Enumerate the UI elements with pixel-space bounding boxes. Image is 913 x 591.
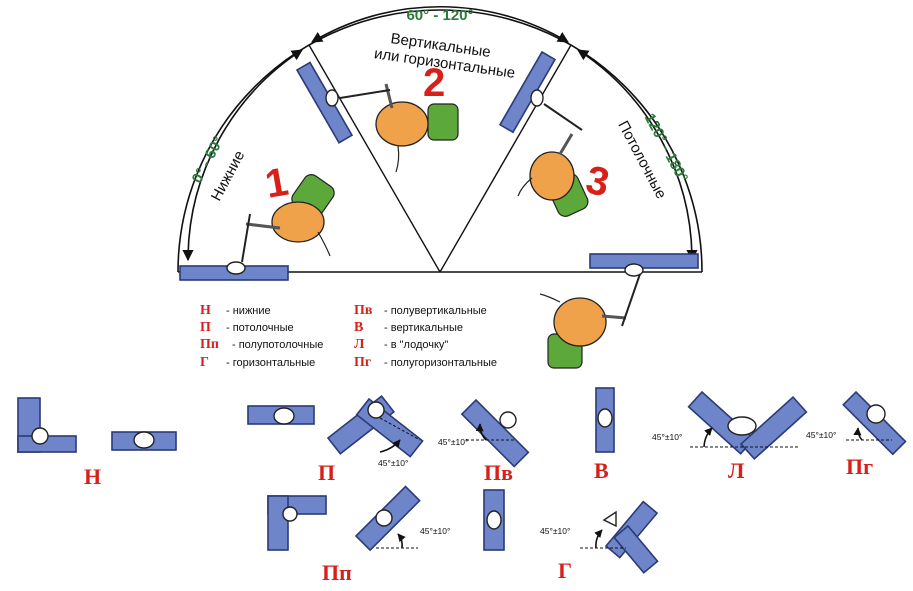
range-arrow-120-180 xyxy=(577,49,698,262)
svg-text:- потолочные: - потолочные xyxy=(226,322,294,334)
svg-text:- горизонтальные: - горизонтальные xyxy=(226,357,315,369)
joint-v-butt-lower xyxy=(483,489,505,551)
welder-hand-icon-3 xyxy=(517,103,589,217)
legend-item-n: Н - нижние xyxy=(200,303,271,318)
joint-n-corner xyxy=(17,397,77,453)
sector-divider-60 xyxy=(308,44,441,273)
joint-label-p: П xyxy=(318,460,335,485)
position-number-1: 1 xyxy=(262,160,292,207)
position-number-2: 2 xyxy=(423,61,445,105)
svg-text:Пв: Пв xyxy=(354,303,373,318)
joint-label-pv: Пв xyxy=(484,460,513,485)
joint-g: 45°±10° xyxy=(540,500,659,574)
range-arrow-0-60 xyxy=(182,49,303,262)
joint-n-butt xyxy=(111,431,177,451)
joint-pv: 45°±10° xyxy=(438,398,530,468)
joint-label-g: Г xyxy=(558,558,572,583)
legend-item-pp: Пп - полупотолочные xyxy=(200,337,323,352)
svg-text:- полувертикальные: - полувертикальные xyxy=(384,305,487,317)
svg-text:Н: Н xyxy=(200,303,211,318)
angle-label-pv: 45°±10° xyxy=(438,437,468,447)
svg-text:В: В xyxy=(354,320,363,335)
plate-position-3 xyxy=(498,50,557,134)
legend-item-pv: Пв - полувертикальные xyxy=(354,303,487,318)
sector-divider-120 xyxy=(439,44,572,273)
svg-text:- полугоризонтальные: - полугоризонтальные xyxy=(384,357,497,369)
joint-pg: 45°±10° xyxy=(806,390,907,456)
angle-label-g: 45°±10° xyxy=(540,526,570,536)
joint-l: 45°±10° xyxy=(652,390,808,460)
angle-label-l: 45°±10° xyxy=(652,432,682,442)
joint-p-butt xyxy=(247,405,315,425)
angle-label-pp: 45°±10° xyxy=(420,526,450,536)
range-label-vertical: 60° - 120° xyxy=(406,7,473,24)
legend-item-v: В - вертикальные xyxy=(354,320,463,335)
angle-label-pg: 45°±10° xyxy=(806,430,836,440)
svg-text:- в "лодочку": - в "лодочку" xyxy=(384,339,448,351)
legend-item-g: Г - горизонтальные xyxy=(200,355,315,370)
joint-label-l: Л xyxy=(728,458,745,483)
joint-label-n: Н xyxy=(84,464,101,489)
joint-pp: 45°±10° xyxy=(354,485,450,552)
legend: Н - нижние П - потолочные Пп - полупотолочн… xyxy=(200,303,497,370)
joint-pp-corner xyxy=(267,495,327,551)
welder-hand-icon-1 xyxy=(241,174,335,263)
svg-text:- полупотолочные: - полупотолочные xyxy=(232,339,323,351)
joint-label-pg: Пг xyxy=(846,454,873,479)
joint-label-v: В xyxy=(594,458,609,483)
svg-text:Л: Л xyxy=(354,337,365,352)
welder-hand-icon-overhead xyxy=(539,273,641,369)
joint-v xyxy=(595,387,615,453)
legend-item-l: Л - в "лодочку" xyxy=(354,337,448,352)
plate-position-2 xyxy=(295,61,354,144)
svg-text:- нижние: - нижние xyxy=(226,305,271,317)
angle-label-p: 45°±10° xyxy=(378,458,408,468)
svg-text:Г: Г xyxy=(200,355,209,370)
range-arrow-60-120 xyxy=(311,6,569,43)
svg-text:Пг: Пг xyxy=(354,355,371,370)
legend-item-pg: Пг - полугоризонтальные xyxy=(354,355,497,370)
welder-hand-icon-2 xyxy=(339,83,459,173)
joint-label-pp: Пп xyxy=(322,560,352,585)
joint-p-fillet: 45°±10° xyxy=(326,395,424,468)
svg-text:- вертикальные: - вертикальные xyxy=(384,322,463,334)
legend-item-p: П - потолочные xyxy=(200,320,294,335)
svg-text:Пп: Пп xyxy=(200,337,219,352)
plate-position-1 xyxy=(179,261,289,281)
plate-position-overhead xyxy=(589,253,699,277)
svg-text:П: П xyxy=(200,320,211,335)
